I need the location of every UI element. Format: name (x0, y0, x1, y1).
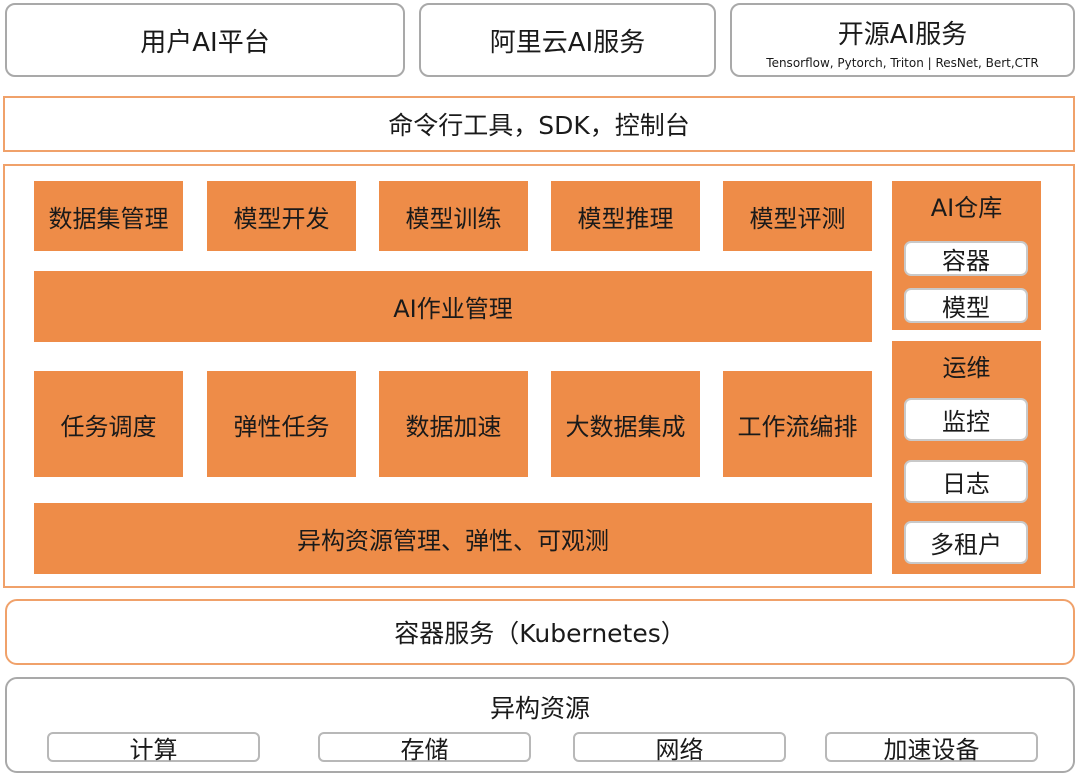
ops-item-monitoring: 监控 (904, 398, 1028, 441)
big-data-integration-box: 大数据集成 (551, 371, 700, 477)
repo-item-model-label: 模型 (942, 294, 990, 322)
hetero-resources-box: 异构资源 计算 存储 网络 加速设备 (5, 677, 1075, 773)
ai-repository-panel: AI仓库 容器 模型 (892, 181, 1041, 330)
repo-item-container-label: 容器 (942, 247, 990, 275)
cli-sdk-console-bar: 命令行工具，SDK，控制台 (3, 96, 1075, 152)
resource-network-label: 网络 (655, 735, 704, 764)
model-evaluation-box: 模型评测 (723, 181, 872, 251)
open-source-ai-service-box: 开源AI服务 Tensorflow, Pytorch, Triton | Res… (730, 3, 1075, 77)
dataset-management-label: 数据集管理 (48, 204, 169, 233)
user-ai-platform-label: 用户AI平台 (140, 27, 270, 58)
resource-storage-label: 存储 (400, 735, 449, 764)
task-scheduling-label: 任务调度 (60, 412, 157, 441)
model-evaluation-label: 模型评测 (749, 204, 846, 233)
repo-item-container: 容器 (904, 241, 1028, 276)
resource-accelerators: 加速设备 (825, 732, 1038, 764)
ops-item-multi-tenant: 多租户 (904, 521, 1028, 564)
resource-compute: 计算 (47, 732, 260, 764)
repo-item-model: 模型 (904, 288, 1028, 323)
aliyun-ai-service-label: 阿里云AI服务 (489, 27, 646, 58)
ai-job-management-label: AI作业管理 (393, 295, 513, 323)
elastic-task-box: 弹性任务 (207, 371, 356, 477)
hetero-resources-title: 异构资源 (489, 694, 590, 723)
open-source-frameworks-text: Tensorflow, Pytorch, Triton | ResNet, Be… (766, 56, 1039, 70)
resource-management-label: 异构资源管理、弹性、可观测 (297, 527, 609, 555)
cli-sdk-console-label: 命令行工具，SDK，控制台 (388, 111, 690, 140)
container-service-bar: 容器服务（Kubernetes） (5, 599, 1075, 665)
resource-accelerators-label: 加速设备 (883, 735, 980, 764)
aliyun-ai-service-box: 阿里云AI服务 (419, 3, 716, 77)
ops-item-multi-tenant-label: 多租户 (930, 531, 1002, 559)
ops-item-monitoring-label: 监控 (942, 408, 990, 436)
resource-storage: 存储 (318, 732, 531, 764)
user-ai-platform-box: 用户AI平台 (5, 3, 405, 77)
ops-panel: 运维 监控 日志 多租户 (892, 341, 1041, 574)
resource-network: 网络 (573, 732, 786, 764)
resource-compute-label: 计算 (129, 735, 178, 764)
workflow-orchestration-label: 工作流编排 (737, 412, 858, 441)
workflow-orchestration-box: 工作流编排 (723, 371, 872, 477)
big-data-integration-label: 大数据集成 (565, 412, 686, 441)
resource-management-bar: 异构资源管理、弹性、可观测 (34, 503, 872, 574)
ops-title: 运维 (942, 353, 991, 382)
container-service-label: 容器服务（Kubernetes） (394, 619, 686, 648)
model-inference-label: 模型推理 (577, 204, 674, 233)
open-source-ai-service-label: 开源AI服务 (837, 19, 968, 50)
ai-repository-title: AI仓库 (930, 193, 1003, 222)
elastic-task-label: 弹性任务 (233, 412, 330, 441)
model-development-box: 模型开发 (207, 181, 356, 251)
task-scheduling-box: 任务调度 (34, 371, 183, 477)
model-training-label: 模型训练 (405, 204, 502, 233)
model-training-box: 模型训练 (379, 181, 528, 251)
dataset-management-box: 数据集管理 (34, 181, 183, 251)
model-development-label: 模型开发 (233, 204, 330, 233)
model-inference-box: 模型推理 (551, 181, 700, 251)
data-acceleration-label: 数据加速 (405, 412, 502, 441)
ops-item-logs-label: 日志 (942, 470, 990, 498)
ai-job-management-bar: AI作业管理 (34, 271, 872, 342)
data-acceleration-box: 数据加速 (379, 371, 528, 477)
ops-item-logs: 日志 (904, 460, 1028, 503)
